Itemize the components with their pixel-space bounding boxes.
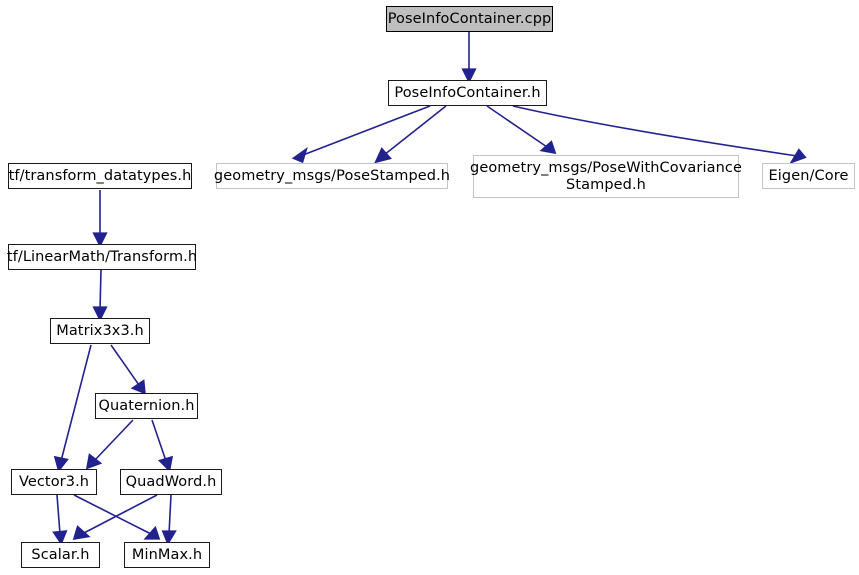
graph-edge-poseinfocontainer-h-to-geometry-msgs-posewithcovariancestamped-h: [486, 105, 548, 148]
graph-node-label: Eigen/Core: [768, 167, 849, 184]
graph-arrowhead-quaternion-h-to-quadword-h: [157, 455, 174, 473]
graph-node-geometry-msgs-posestamped-h[interactable]: geometry_msgs/PoseStamped.h: [214, 163, 450, 189]
graph-node-label: Matrix3x3.h: [56, 322, 144, 339]
graph-node-label: tf/LinearMath/Transform.h: [6, 248, 198, 265]
graph-edge-matrix3x3-h-to-vector3-h: [60, 344, 92, 462]
graph-arrowhead-poseinfocontainer-h-to-eigen-core: [789, 148, 807, 165]
graph-node-label: PoseInfoContainer.cpp: [387, 10, 552, 27]
graph-edge-vector3-h-to-minmax-h: [73, 494, 152, 535]
graph-node-minmax-h[interactable]: MinMax.h: [124, 542, 210, 568]
graph-node-label: PoseInfoContainer.h: [394, 84, 541, 101]
graph-node-label: geometry_msgs/PoseWithCovariance Stamped…: [470, 160, 742, 193]
graph-node-label: Vector3.h: [18, 473, 90, 490]
graph-node-label: MinMax.h: [131, 546, 203, 563]
graph-node-scalar-h[interactable]: Scalar.h: [21, 542, 100, 568]
graph-node-label: tf/transform_datatypes.h: [8, 167, 192, 184]
graph-arrowhead-vector3-h-to-minmax-h: [143, 525, 161, 540]
graph-node-label: Scalar.h: [31, 546, 90, 563]
graph-node-tf-linearmath-transform-h[interactable]: tf/LinearMath/Transform.h: [7, 244, 197, 270]
graph-arrowhead-matrix3x3-h-to-vector3-h: [53, 455, 69, 473]
graph-node-vector3-h[interactable]: Vector3.h: [11, 469, 97, 495]
graph-arrowhead-tf-transform-datatypes-h-to-tf-linearmath-transform-h: [92, 232, 108, 248]
graph-edge-quadword-h-to-scalar-h: [81, 494, 158, 535]
graph-arrowhead-vector3-h-to-scalar-h: [52, 530, 68, 546]
graph-node-label: Quaternion.h: [98, 397, 195, 414]
graph-edge-quadword-h-to-minmax-h: [168, 494, 172, 535]
graph-edge-quaternion-h-to-vector3-h: [93, 419, 134, 462]
graph-node-poseinfocontainer-h[interactable]: PoseInfoContainer.h: [388, 80, 547, 106]
graph-node-matrix3x3-h[interactable]: Matrix3x3.h: [50, 318, 150, 344]
graph-arrowhead-poseinfocontainer-h-to-geometry-msgs-posewithcovariancestamped-h: [539, 140, 557, 155]
graph-arrowhead-quadword-h-to-minmax-h: [161, 530, 177, 546]
graph-arrowhead-tf-linearmath-transform-h-to-matrix3x3-h: [92, 306, 108, 322]
graph-node-label: geometry_msgs/PoseStamped.h: [213, 167, 451, 184]
graph-node-label: QuadWord.h: [125, 473, 217, 490]
graph-arrowhead-quadword-h-to-scalar-h: [72, 525, 91, 541]
graph-node-eigen-core[interactable]: Eigen/Core: [762, 163, 855, 189]
graph-edge-quaternion-h-to-quadword-h: [151, 419, 167, 462]
graph-edge-poseinfocontainer-h-to-tf-transform-datatypes-h: [302, 105, 431, 156]
graph-edge-poseinfocontainer-h-to-eigen-core: [512, 105, 798, 157]
graph-edge-vector3-h-to-scalar-h: [56, 494, 61, 535]
graph-node-tf-transform-datatypes-h[interactable]: tf/transform_datatypes.h: [8, 163, 192, 189]
graph-arrowhead-poseinfocontainer-h-to-tf-transform-datatypes-h: [291, 147, 308, 164]
graph-node-poseinfocontainer-cpp[interactable]: PoseInfoContainer.cpp: [386, 6, 553, 32]
graph-arrowhead-quaternion-h-to-vector3-h: [85, 453, 103, 470]
graph-arrowhead-poseinfocontainer-h-to-geometry-msgs-posestamped-h: [374, 147, 392, 164]
graph-arrowhead-poseinfocontainer-cpp-to-poseinfocontainer-h: [461, 68, 477, 84]
graph-node-quadword-h[interactable]: QuadWord.h: [120, 469, 222, 495]
graph-edge-tf-linearmath-transform-h-to-matrix3x3-h: [99, 269, 102, 311]
graph-arrowhead-matrix3x3-h-to-quaternion-h: [130, 379, 146, 395]
graph-node-geometry-msgs-posewithcovariancestamped-h[interactable]: geometry_msgs/PoseWithCovariance Stamped…: [470, 155, 742, 198]
graph-edge-poseinfocontainer-h-to-geometry-msgs-posestamped-h: [383, 105, 447, 156]
graph-node-quaternion-h[interactable]: Quaternion.h: [95, 393, 198, 419]
graph-edge-matrix3x3-h-to-quaternion-h: [110, 344, 140, 386]
